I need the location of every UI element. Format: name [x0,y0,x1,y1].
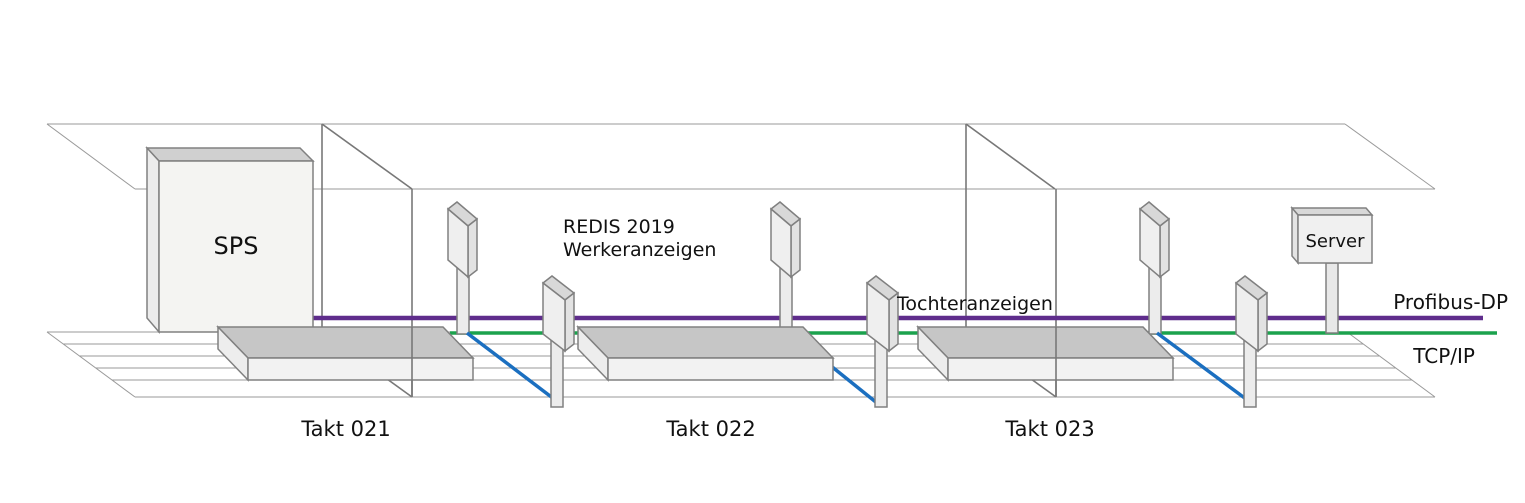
drop-cable-3 [1155,331,1252,404]
plc-cabinet [145,146,315,335]
drop-cable-1 [465,331,556,401]
worker-display-2 [769,201,802,335]
server-node: Server [1290,205,1374,334]
worker-display-3 [1138,201,1171,335]
daughter-display-2 [865,275,900,408]
server-label: Server [1305,231,1365,252]
ceiling-plane [46,123,1436,190]
worker-display-label-line1: REDIS 2019 [563,216,675,238]
pallet-takt-023 [916,325,1175,382]
zone-frame-overdraw [411,327,1057,397]
worker-display-label-line2: Werkeranzeigen [563,239,716,261]
daughter-display-label: Tochteranzeigen [896,293,1053,315]
station-label-takt-022: Takt 022 [665,417,755,441]
daughter-display-1 [541,275,576,408]
worker-display-1 [446,201,479,335]
station-label-takt-023: Takt 023 [1004,417,1094,441]
daughter-display-3 [1234,275,1269,408]
profibus-label: Profibus-DP [1393,290,1508,314]
tcpip-label: TCP/IP [1412,344,1475,368]
station-label-takt-021: Takt 021 [300,417,390,441]
pallet-takt-022 [576,325,835,382]
plc-label: SPS [214,232,259,260]
pallet-takt-021 [216,325,475,382]
